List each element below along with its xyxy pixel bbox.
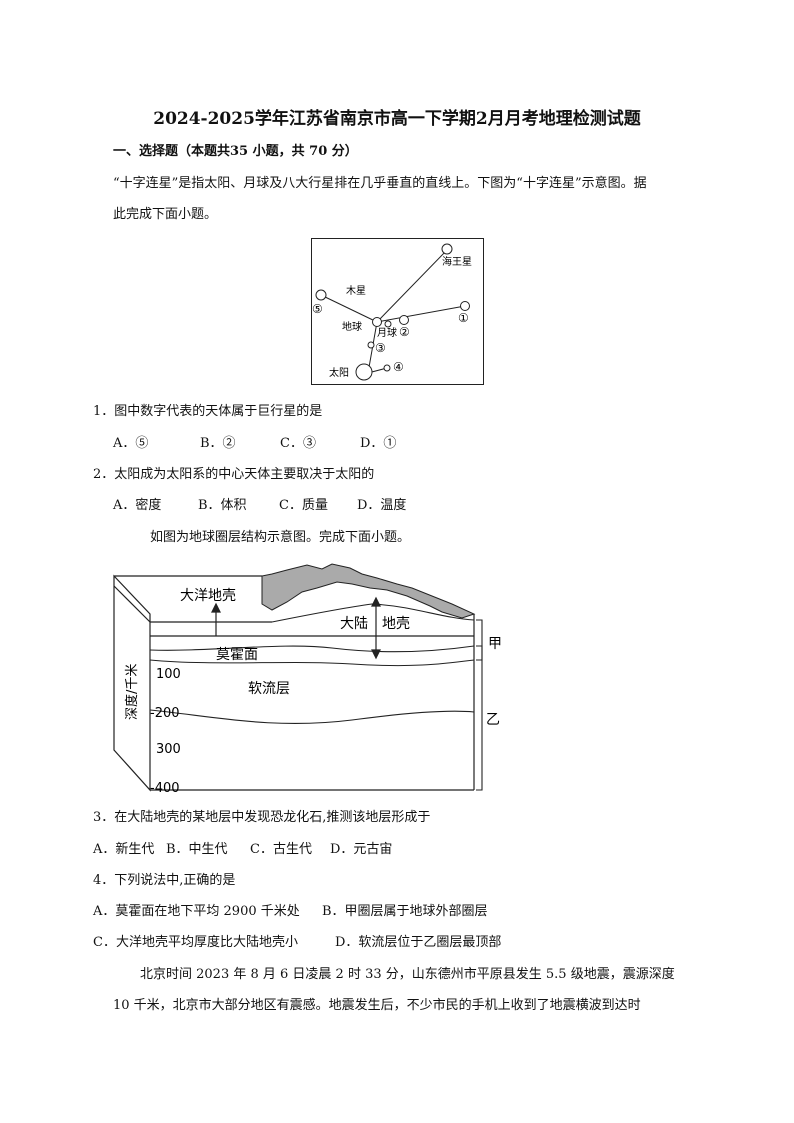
number-3-label: ③ — [375, 341, 386, 355]
continent-label: 大陆 — [340, 616, 368, 632]
continent-arrow-up — [371, 596, 381, 607]
moon-body — [384, 320, 392, 328]
question-1-option-c[interactable]: C．③ — [280, 436, 316, 451]
number-1-label: ① — [458, 311, 469, 325]
question-3-option-b[interactable]: B．中生代 — [166, 842, 228, 857]
depth-tick-300: 300 — [156, 742, 181, 757]
question-1-stem: 1．图中数字代表的天体属于巨行星的是 — [93, 404, 323, 419]
neptune-line — [376, 249, 448, 323]
intro-paragraph-line: 此完成下面小题。 — [113, 207, 218, 222]
planet5-line — [320, 294, 378, 323]
neptune-label: 海王星 — [442, 255, 472, 268]
question-1-option-d[interactable]: D．① — [360, 436, 397, 451]
jupiter-label: 木星 — [346, 285, 366, 297]
crust-label: 地壳 — [382, 615, 410, 632]
intro-paragraph-line: “十字连星”是指太阳、月球及八大行星排在几乎垂直的直线上。下图为“十字连星”示意… — [113, 176, 647, 191]
planet2-body — [399, 315, 409, 325]
question-4-option-a[interactable]: A．莫霍面在地下平均 2900 千米处 — [93, 904, 300, 919]
question-2-stem: 2．太阳成为太阳系的中心天体主要取决于太阳的 — [93, 467, 375, 482]
sun-label: 太阳 — [329, 366, 349, 379]
number-5-label: ⑤ — [312, 302, 323, 316]
question-3-stem: 3．在大陆地壳的某地层中发现恐龙化石,推测该地层形成于 — [93, 810, 431, 825]
sun-body — [355, 363, 373, 381]
depth-tick-400: -400 — [150, 781, 180, 796]
earth-layers-diagram: 大洋地壳 大陆 地壳 莫霍面 软流层 甲 乙 100 -200 300 -400… — [113, 563, 502, 796]
earth-body — [372, 317, 382, 327]
yi-bracket — [476, 645, 483, 791]
planet5-body — [315, 289, 327, 301]
horizontal-line — [376, 305, 466, 323]
number-2-label: ② — [399, 325, 410, 339]
page-title: 2024-2025学年江苏省南京市高一下学期2月月考地理检测试题 — [153, 109, 641, 129]
question-4-option-c[interactable]: C．大洋地壳平均厚度比大陆地壳小 — [93, 935, 298, 950]
question-2-option-b[interactable]: B．体积 — [198, 498, 247, 513]
earth-label: 地球 — [342, 320, 362, 333]
asthenosphere-label: 软流层 — [248, 681, 290, 697]
intro-paragraph-line: 北京时间 2023 年 8 月 6 日凌晨 2 时 33 分，山东德州市平原县发… — [140, 967, 675, 982]
question-1-option-a[interactable]: A．⑤ — [113, 436, 149, 451]
moon-label: 月球 — [377, 326, 397, 339]
question-4-option-d[interactable]: D．软流层位于乙圈层最顶部 — [335, 935, 502, 950]
section-heading: 一、选择题（本题共35 小题，共 70 分） — [113, 144, 358, 159]
mountain-surface — [261, 563, 476, 619]
question-3-option-a[interactable]: A．新生代 — [93, 842, 155, 857]
planet3-body — [367, 341, 375, 349]
yi-label: 乙 — [486, 712, 500, 728]
question-4-stem: 4．下列说法中,正确的是 — [93, 873, 236, 888]
planet4-body — [383, 364, 391, 372]
ocean-face-line — [113, 585, 151, 623]
lithosphere-base-line — [149, 659, 475, 667]
number-4-label: ④ — [393, 360, 404, 374]
depth-tick-200: -200 — [150, 706, 180, 721]
depth-tick-100: 100 — [156, 667, 181, 682]
ocean-crust-label: 大洋地壳 — [180, 587, 236, 604]
diagram-frame — [311, 238, 484, 385]
continental-crust-base — [271, 603, 475, 623]
intro-paragraph-line: 如图为地球圈层结构示意图。完成下面小题。 — [150, 530, 411, 545]
depth-axis-label: 深度/千米 — [124, 664, 140, 720]
question-3-option-c[interactable]: C．古生代 — [250, 842, 312, 857]
jia-bracket — [476, 619, 483, 661]
question-2-option-c[interactable]: C．质量 — [279, 498, 328, 513]
question-2-option-d[interactable]: D．温度 — [357, 498, 407, 513]
question-4-option-b[interactable]: B．甲圈层属于地球外部圈层 — [322, 904, 488, 919]
neptune-body — [441, 243, 453, 255]
question-1-option-b[interactable]: B．② — [200, 436, 236, 451]
question-2-option-a[interactable]: A．密度 — [113, 498, 162, 513]
asthenosphere-base-line — [149, 709, 475, 725]
moho-surface-line — [149, 645, 475, 653]
question-3-option-d[interactable]: D．元古宙 — [330, 842, 393, 857]
continent-arrow-down — [371, 649, 381, 660]
jia-label: 甲 — [488, 636, 502, 652]
cross-alignment-diagram: 海王星 木星 地球 月球 太阳 ⑤ ① ② ③ ④ — [311, 238, 484, 385]
moho-label: 莫霍面 — [216, 647, 258, 663]
intro-paragraph-line: 10 千米，北京市大部分地区有震感。地震发生后，不少市民的手机上收到了地震横波到… — [113, 998, 641, 1013]
planet1-body — [460, 301, 470, 311]
ocean-crust-arrow — [211, 602, 221, 613]
